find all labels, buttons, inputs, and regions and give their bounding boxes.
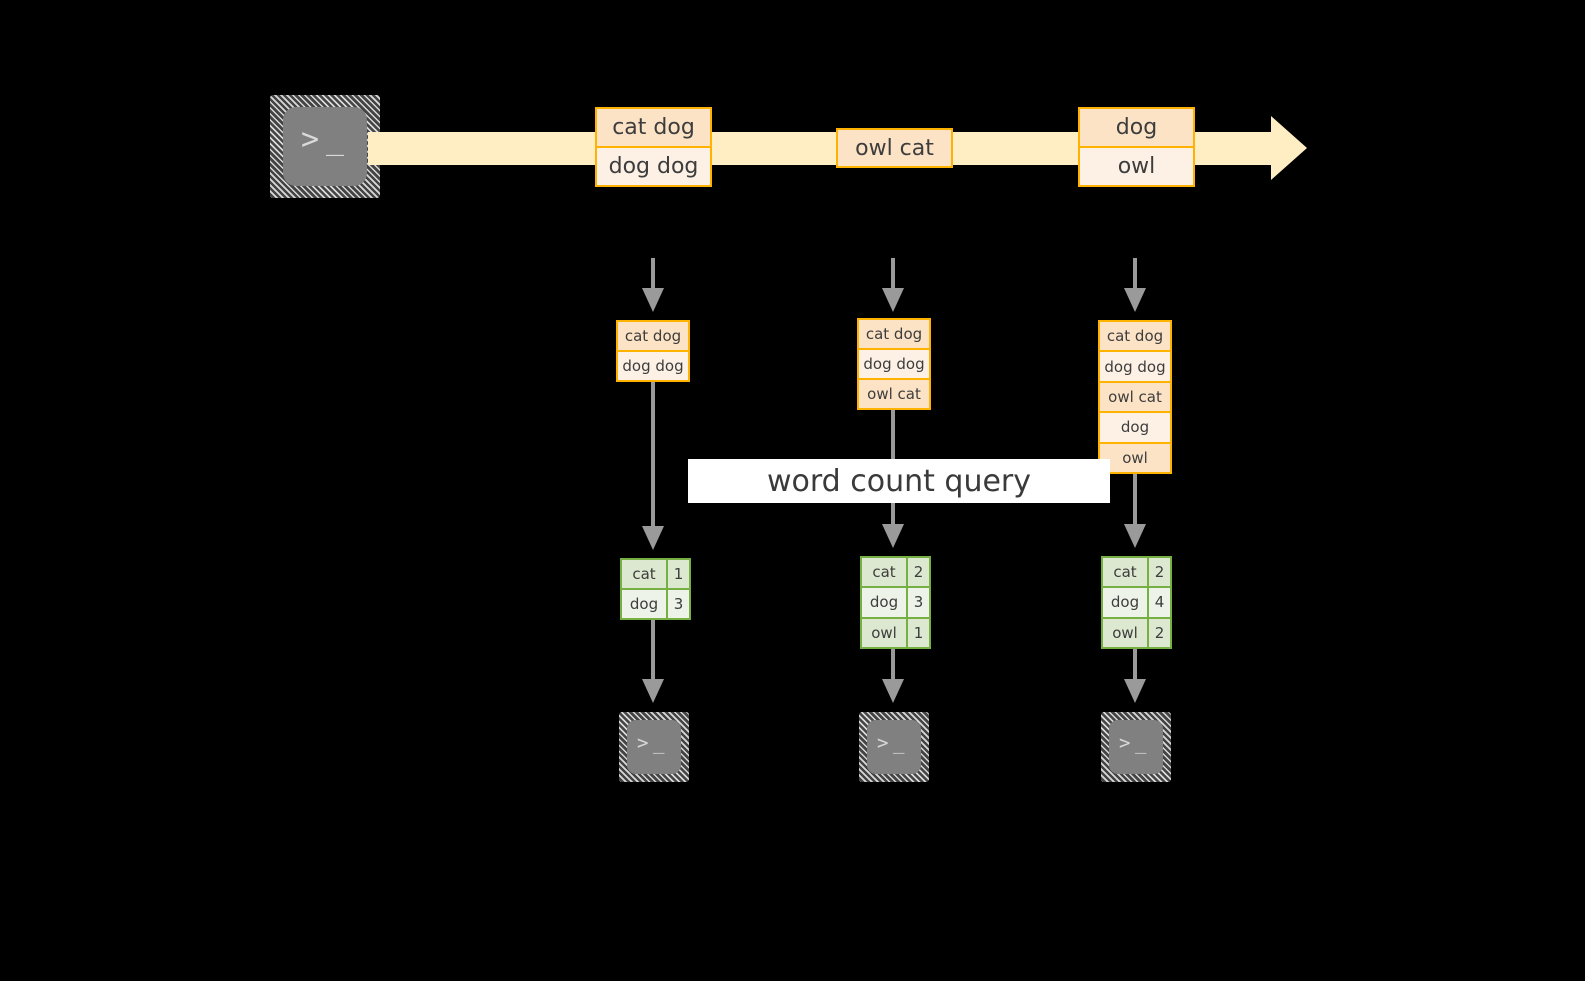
table-row: cat 2	[1103, 558, 1170, 587]
result-count: 1	[906, 618, 929, 647]
stream-arrowhead-icon	[1271, 116, 1307, 180]
snapshot-line: dog dog	[618, 350, 688, 380]
table-row: owl 1	[862, 616, 929, 647]
terminal-body	[627, 720, 681, 774]
terminal-cursor-glyph: _	[653, 732, 665, 754]
result-word: dog	[862, 588, 906, 617]
result-word: cat	[862, 558, 906, 587]
stream-event-3: dog owl	[1078, 107, 1195, 187]
snapshot-2-accumulated-box: cat dog dog dog owl cat	[857, 318, 931, 410]
snapshot-line: dog	[1100, 411, 1170, 442]
snapshot-1-result-table: cat 1 dog 3	[620, 558, 691, 620]
table-row: dog 3	[862, 586, 929, 617]
terminal-prompt-glyph: >	[877, 732, 889, 754]
stream-event-line: dog	[1080, 109, 1193, 146]
result-2-to-sink-line	[891, 649, 895, 683]
result-count: 4	[1147, 588, 1170, 617]
snapshot-line: cat dog	[1100, 322, 1170, 351]
snapshot-2-to-result-arrowhead-icon	[882, 524, 904, 548]
snapshot-1-to-result-arrowhead-icon	[642, 526, 664, 550]
query-label: word count query	[688, 459, 1110, 503]
snapshot-line: dog dog	[859, 348, 929, 378]
stream-to-snapshot-3-line	[1133, 258, 1137, 292]
result-word: dog	[1103, 588, 1147, 617]
terminal-prompt-glyph: >	[301, 122, 320, 157]
table-row: cat 1	[622, 560, 689, 588]
result-word: dog	[622, 590, 666, 618]
result-1-to-sink-line	[651, 620, 655, 683]
snapshot-3-to-result-arrowhead-icon	[1124, 524, 1146, 548]
terminal-body	[1109, 720, 1163, 774]
stream-to-snapshot-2-arrowhead-icon	[882, 288, 904, 312]
result-count: 3	[666, 590, 689, 618]
stream-event-line: owl	[1080, 146, 1193, 185]
sink-terminal-icon-1: > _	[619, 712, 689, 782]
snapshot-3-accumulated-box: cat dog dog dog owl cat dog owl	[1098, 320, 1172, 474]
snapshot-3-result-table: cat 2 dog 4 owl 2	[1101, 556, 1172, 649]
snapshot-1-to-result-line	[651, 382, 655, 530]
result-count: 1	[666, 560, 689, 588]
source-terminal-icon: > _	[270, 95, 380, 198]
stream-event-1: cat dog dog dog	[595, 107, 712, 187]
snapshot-line: owl cat	[1100, 380, 1170, 412]
result-count: 2	[1147, 618, 1170, 647]
snapshot-line: owl	[1100, 441, 1170, 472]
result-count: 2	[906, 558, 929, 587]
sink-terminal-icon-2: > _	[859, 712, 929, 782]
result-word: owl	[862, 618, 906, 647]
terminal-cursor-glyph: _	[893, 732, 905, 754]
terminal-body	[867, 720, 921, 774]
stream-event-line: cat dog	[597, 109, 710, 146]
snapshot-line: cat dog	[618, 322, 688, 350]
result-3-to-sink-arrowhead-icon	[1124, 679, 1146, 703]
terminal-cursor-glyph: _	[326, 122, 345, 157]
result-word: owl	[1103, 618, 1147, 647]
result-word: cat	[1103, 558, 1147, 587]
result-count: 2	[1147, 558, 1170, 587]
table-row: dog 4	[1103, 586, 1170, 617]
snapshot-line: owl cat	[859, 378, 929, 408]
result-3-to-sink-line	[1133, 649, 1137, 683]
table-row: dog 3	[622, 588, 689, 618]
snapshot-line: cat dog	[859, 320, 929, 348]
table-row: owl 2	[1103, 616, 1170, 647]
result-word: cat	[622, 560, 666, 588]
terminal-prompt-glyph: >	[1119, 732, 1131, 754]
stream-event-line: owl cat	[838, 130, 951, 166]
result-1-to-sink-arrowhead-icon	[642, 679, 664, 703]
terminal-cursor-glyph: _	[1135, 732, 1147, 754]
sink-terminal-icon-3: > _	[1101, 712, 1171, 782]
stream-event-line: dog dog	[597, 146, 710, 185]
snapshot-1-accumulated-box: cat dog dog dog	[616, 320, 690, 382]
terminal-prompt-glyph: >	[637, 732, 649, 754]
table-row: cat 2	[862, 558, 929, 587]
snapshot-2-result-table: cat 2 dog 3 owl 1	[860, 556, 931, 649]
stream-to-snapshot-3-arrowhead-icon	[1124, 288, 1146, 312]
stream-to-snapshot-1-arrowhead-icon	[642, 288, 664, 312]
stream-to-snapshot-1-line	[651, 258, 655, 292]
snapshot-line: dog dog	[1100, 350, 1170, 381]
snapshot-3-to-result-line	[1133, 474, 1137, 528]
result-2-to-sink-arrowhead-icon	[882, 679, 904, 703]
stream-to-snapshot-2-line	[891, 258, 895, 292]
result-count: 3	[906, 588, 929, 617]
terminal-body	[283, 107, 367, 186]
stream-event-2: owl cat	[836, 128, 953, 168]
